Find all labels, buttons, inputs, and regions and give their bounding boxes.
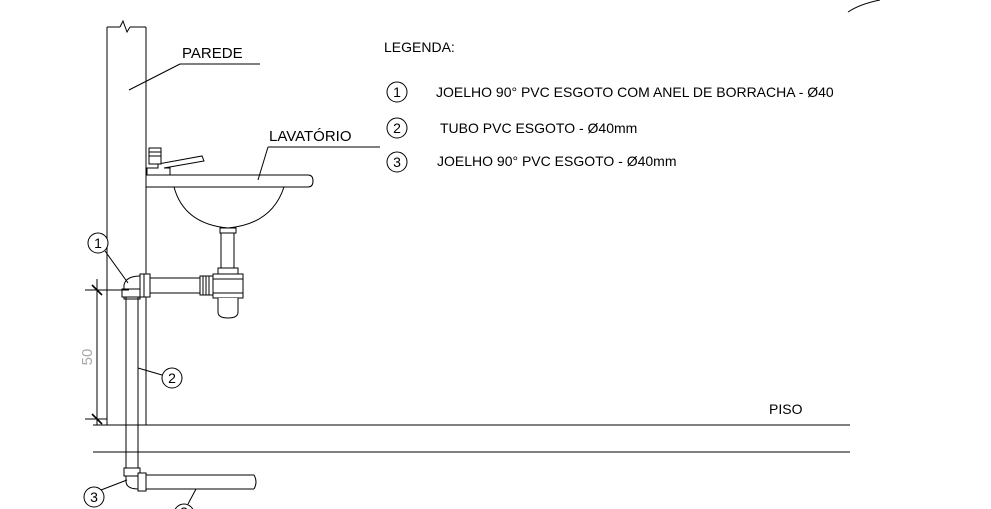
callout-3-number: 3 bbox=[90, 489, 98, 505]
floor-label: PISO bbox=[769, 401, 803, 417]
callout-3: 3 bbox=[83, 479, 128, 508]
elbow-with-rubber-ring bbox=[121, 273, 151, 300]
branch-pipe bbox=[146, 275, 214, 296]
wall-label: PAREDE bbox=[128, 45, 260, 91]
dimension-value: 50 bbox=[79, 349, 96, 366]
callout-2-number: 2 bbox=[168, 370, 176, 386]
callout-1-number: 1 bbox=[94, 235, 102, 251]
bottom-elbow-and-pipe bbox=[123, 467, 257, 492]
legend-item-text: JOELHO 90° PVC ESGOTO COM ANEL DE BORRAC… bbox=[436, 84, 834, 100]
wall-label-text: PAREDE bbox=[182, 45, 243, 62]
legend-item-number: 2 bbox=[393, 120, 401, 136]
legend-item-text: TUBO PVC ESGOTO - Ø40mm bbox=[440, 120, 637, 136]
legend-item: 1 JOELHO 90° PVC ESGOTO COM ANEL DE BORR… bbox=[386, 81, 834, 103]
legend-item-number: 3 bbox=[393, 154, 401, 170]
sink-label-text: LAVATÓRIO bbox=[269, 128, 352, 145]
floor-label-text: PISO bbox=[769, 401, 803, 417]
sink-label: LAVATÓRIO bbox=[257, 128, 380, 181]
siphon-trap bbox=[212, 267, 244, 319]
cut-line-fragment bbox=[847, 0, 881, 13]
dimension-50: 50 bbox=[79, 279, 129, 425]
legend-item: 2 TUBO PVC ESGOTO - Ø40mm bbox=[386, 117, 637, 139]
callout-2-bottom-number: 2 bbox=[180, 504, 188, 509]
legend-item: 3 JOELHO 90° PVC ESGOTO - Ø40mm bbox=[386, 151, 677, 173]
legend-item-number: 1 bbox=[393, 84, 401, 100]
legend: LEGENDA: 1 JOELHO 90° PVC ESGOTO COM ANE… bbox=[384, 39, 834, 173]
legend-item-text: JOELHO 90° PVC ESGOTO - Ø40mm bbox=[437, 153, 677, 169]
callout-1: 1 bbox=[87, 232, 129, 284]
wall bbox=[106, 19, 147, 425]
legend-title: LEGENDA: bbox=[384, 39, 455, 55]
vertical-drain-pipe bbox=[125, 297, 139, 472]
callout-2-bottom: 2 bbox=[174, 488, 197, 509]
floor-slab bbox=[93, 424, 850, 453]
sink bbox=[145, 147, 314, 268]
callout-2: 2 bbox=[137, 367, 183, 389]
